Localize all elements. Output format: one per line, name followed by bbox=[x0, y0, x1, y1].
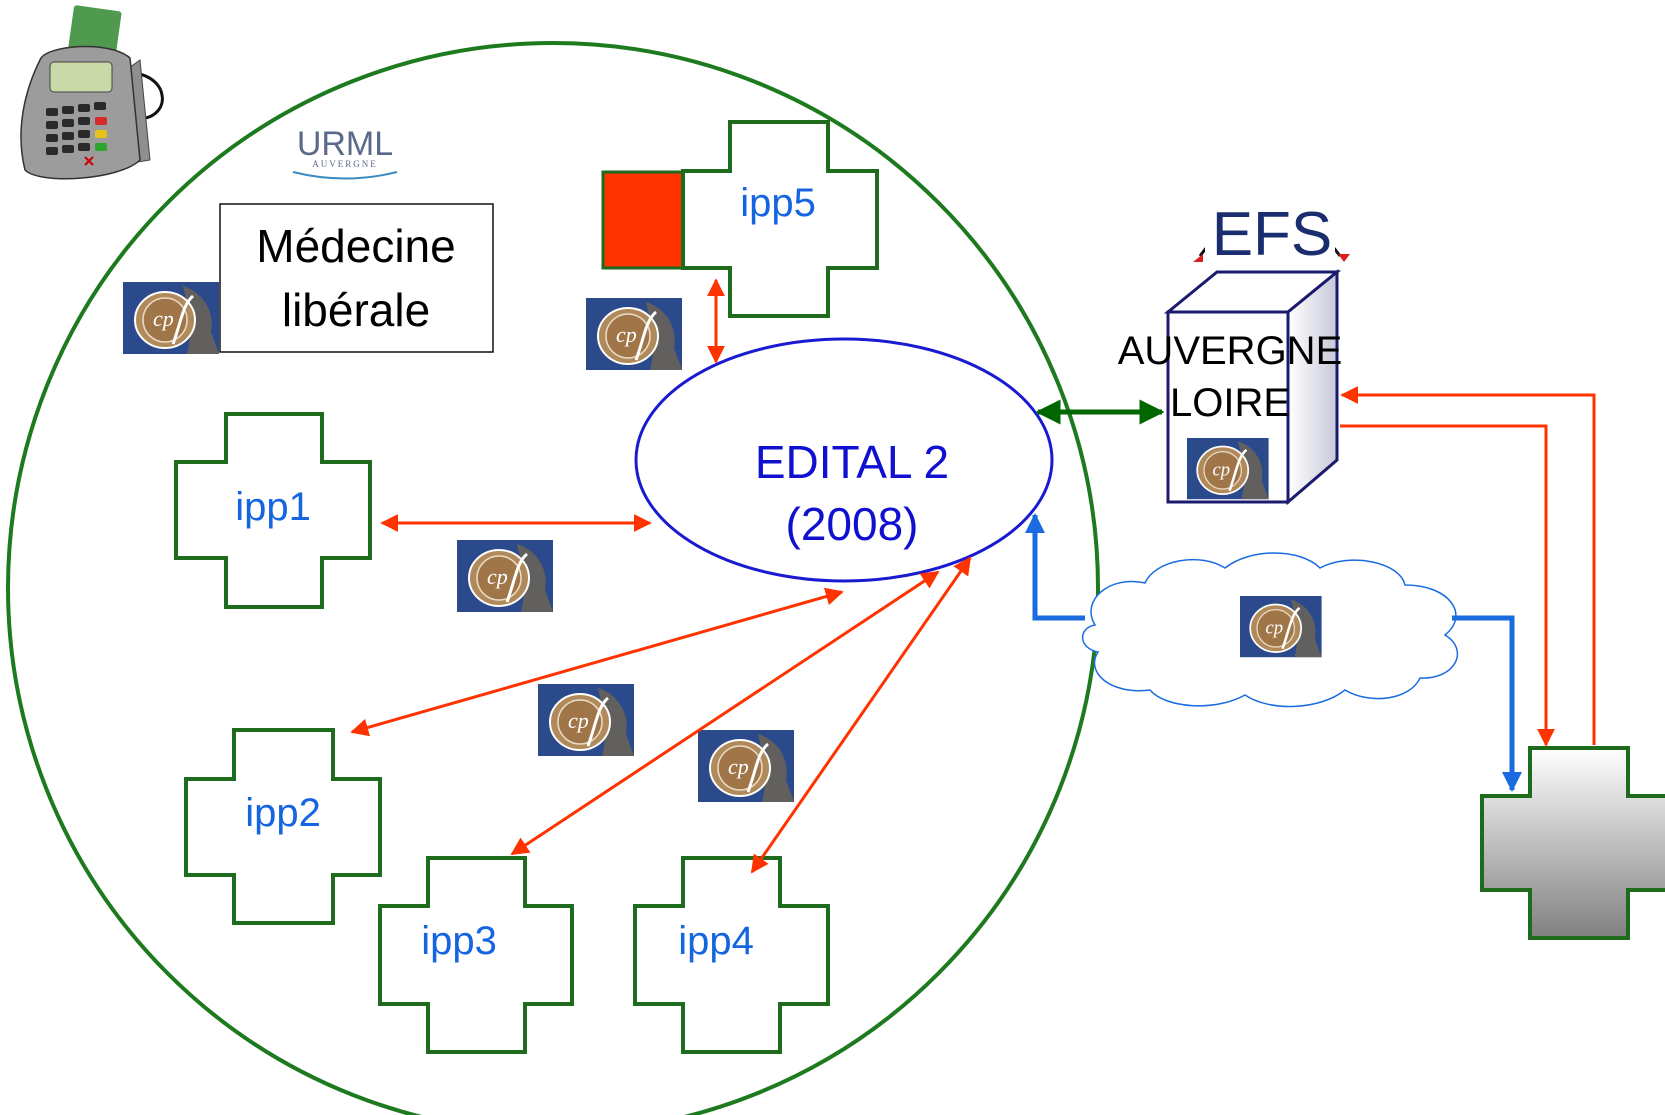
ipp5-label: ipp5 bbox=[740, 181, 816, 225]
cps-card-icon bbox=[1238, 594, 1323, 659]
cps-card-icon bbox=[584, 296, 684, 372]
medecine-liberale-box: Médecine libérale bbox=[219, 203, 494, 353]
cross-icon-ipp3 bbox=[378, 856, 574, 1054]
urml-logo-sub: AUVERGNE bbox=[312, 159, 378, 169]
medecine-box-line1: Médecine bbox=[256, 220, 455, 272]
hospital-cross-icon bbox=[1480, 746, 1665, 940]
urml-logo: URML AUVERGNE bbox=[292, 125, 398, 180]
cps-card-icon bbox=[536, 682, 636, 758]
ipp1-label: ipp1 bbox=[235, 485, 311, 529]
cross-icon-ipp4 bbox=[633, 856, 830, 1054]
red-square bbox=[601, 170, 685, 270]
cps-card-icon bbox=[1185, 436, 1270, 501]
blue-arrows bbox=[1025, 513, 1522, 792]
cross-icon-ipp2 bbox=[184, 728, 382, 925]
efs-server-line1: AUVERGNE bbox=[1118, 329, 1343, 373]
ipp2-label: ipp2 bbox=[245, 791, 321, 835]
cross-icon-ipp5 bbox=[681, 120, 879, 318]
cps-card-icon bbox=[455, 538, 555, 614]
ipp4-label: ipp4 bbox=[678, 919, 754, 963]
medecine-liberale-zone bbox=[6, 41, 1100, 1115]
ipp3-label: ipp3 bbox=[421, 919, 497, 963]
cross-icon-ipp1 bbox=[174, 412, 372, 609]
card-reader-icon bbox=[20, 5, 164, 180]
urml-logo-main: URML bbox=[297, 125, 393, 163]
cps-card-icon bbox=[696, 728, 796, 804]
red-arrows bbox=[350, 278, 972, 874]
medecine-box-line2: libérale bbox=[282, 284, 430, 336]
efs-link-arrows bbox=[1340, 386, 1596, 747]
hub-line1: EDITAL 2 bbox=[755, 436, 949, 488]
hub-line2: (2008) bbox=[786, 498, 919, 550]
cps-card-icon bbox=[121, 280, 221, 356]
efs-logo-text: EFS bbox=[1212, 200, 1333, 269]
efs-logo: EFS bbox=[1193, 184, 1350, 269]
efs-server-line2: LOIRE bbox=[1170, 381, 1290, 425]
